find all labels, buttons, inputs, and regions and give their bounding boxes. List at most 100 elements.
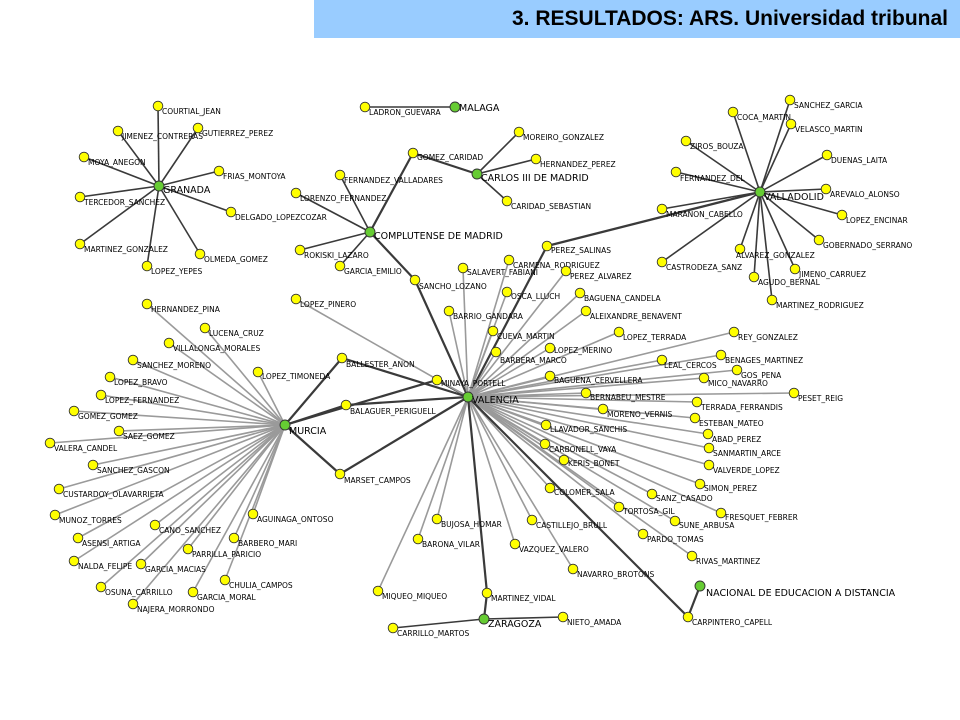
person-node-carbonell[interactable] (539, 438, 551, 450)
person-node-lopez_b[interactable] (104, 371, 116, 383)
person-node-garcia_e[interactable] (334, 260, 346, 272)
person-node-moreiro[interactable] (513, 126, 525, 138)
university-node-uned[interactable] (694, 580, 706, 592)
person-node-perez_a[interactable] (560, 265, 572, 277)
person-node-parrilla[interactable] (182, 543, 194, 555)
person-node-fernandez_d[interactable] (670, 166, 682, 178)
person-node-gutierrez[interactable] (192, 122, 204, 134)
person-node-martinez_v[interactable] (481, 587, 493, 599)
person-node-ballester[interactable] (336, 352, 348, 364)
person-node-keris[interactable] (558, 454, 570, 466)
person-node-maranon[interactable] (656, 203, 668, 215)
person-node-chulia[interactable] (219, 574, 231, 586)
person-node-courtial[interactable] (152, 100, 164, 112)
person-node-lopez_y[interactable] (141, 260, 153, 272)
university-node-complutense[interactable] (364, 226, 376, 238)
person-node-custardoy[interactable] (53, 483, 65, 495)
person-node-carmena[interactable] (503, 254, 515, 266)
university-node-granada[interactable] (153, 180, 165, 192)
person-node-baguena_cerv[interactable] (544, 370, 556, 382)
university-node-malaga[interactable] (449, 101, 461, 113)
person-node-sanz[interactable] (646, 488, 658, 500)
person-node-gobernado[interactable] (813, 234, 825, 246)
person-node-valera[interactable] (44, 437, 56, 449)
person-node-abad[interactable] (702, 428, 714, 440)
person-node-terrada[interactable] (691, 396, 703, 408)
person-node-garcia_mor[interactable] (187, 586, 199, 598)
person-node-barona[interactable] (412, 533, 424, 545)
person-node-marset[interactable] (334, 468, 346, 480)
person-node-perez_s[interactable] (541, 240, 553, 252)
person-node-velasco[interactable] (785, 118, 797, 130)
person-node-agudo[interactable] (748, 271, 760, 283)
person-node-aguinaga[interactable] (247, 508, 259, 520)
person-node-lopez_tim[interactable] (252, 366, 264, 378)
person-node-lopez_f[interactable] (95, 389, 107, 401)
person-node-sune[interactable] (669, 515, 681, 527)
person-node-leal[interactable] (656, 354, 668, 366)
person-node-frias[interactable] (213, 165, 225, 177)
person-node-carpintero[interactable] (682, 611, 694, 623)
person-node-moya[interactable] (78, 151, 90, 163)
person-node-caridad[interactable] (501, 195, 513, 207)
person-node-vazquez[interactable] (509, 538, 521, 550)
person-node-cano[interactable] (149, 519, 161, 531)
person-node-baguena_cand[interactable] (574, 287, 586, 299)
person-node-rivas[interactable] (686, 550, 698, 562)
person-node-villalonga[interactable] (163, 337, 175, 349)
person-node-garcia_mac[interactable] (135, 558, 147, 570)
person-node-barbero[interactable] (228, 532, 240, 544)
person-node-hernandez_pina[interactable] (141, 298, 153, 310)
person-node-carrillo[interactable] (387, 622, 399, 634)
person-node-lopez_t[interactable] (613, 326, 625, 338)
person-node-sanchez_g[interactable] (784, 94, 796, 106)
person-node-salavert[interactable] (457, 262, 469, 274)
person-node-martinez_r[interactable] (766, 294, 778, 306)
person-node-barbera[interactable] (490, 346, 502, 358)
person-node-fernandez_v[interactable] (334, 169, 346, 181)
person-node-castrodeza[interactable] (656, 256, 668, 268)
person-node-martinez_g[interactable] (74, 238, 86, 250)
person-node-duenas[interactable] (821, 149, 833, 161)
person-node-jimeno[interactable] (789, 263, 801, 275)
person-node-osuna[interactable] (95, 581, 107, 593)
person-node-bujosa[interactable] (431, 513, 443, 525)
person-node-coca[interactable] (727, 106, 739, 118)
person-node-esteban[interactable] (689, 412, 701, 424)
person-node-olmeda[interactable] (194, 248, 206, 260)
person-node-lopez_e[interactable] (836, 209, 848, 221)
person-node-castillejo[interactable] (526, 514, 538, 526)
university-node-valladolid[interactable] (754, 186, 766, 198)
person-node-munoz[interactable] (49, 509, 61, 521)
person-node-najera[interactable] (127, 598, 139, 610)
person-node-fresquet[interactable] (715, 507, 727, 519)
person-node-nieto[interactable] (557, 611, 569, 623)
person-node-gomez_c[interactable] (407, 147, 419, 159)
person-node-ziros[interactable] (680, 135, 692, 147)
person-node-ladron[interactable] (359, 101, 371, 113)
person-node-gos[interactable] (731, 364, 743, 376)
person-node-pardo[interactable] (637, 528, 649, 540)
person-node-colomer[interactable] (544, 482, 556, 494)
person-node-nalda[interactable] (68, 555, 80, 567)
person-node-peset[interactable] (788, 387, 800, 399)
person-node-alvarez[interactable] (734, 243, 746, 255)
person-node-bernabeu[interactable] (580, 387, 592, 399)
person-node-benages[interactable] (715, 349, 727, 361)
person-node-delgado[interactable] (225, 206, 237, 218)
person-node-lorenzo[interactable] (290, 187, 302, 199)
person-node-lucena[interactable] (199, 322, 211, 334)
person-node-mico[interactable] (698, 372, 710, 384)
person-node-osca[interactable] (501, 286, 513, 298)
university-node-valencia[interactable] (462, 391, 474, 403)
person-node-arevalo[interactable] (820, 183, 832, 195)
person-node-llavador[interactable] (540, 419, 552, 431)
person-node-tortosa[interactable] (613, 501, 625, 513)
person-node-sanchez_m[interactable] (127, 354, 139, 366)
person-node-tercedor[interactable] (74, 191, 86, 203)
person-node-lopez_m[interactable] (544, 342, 556, 354)
person-node-aleixandre[interactable] (580, 305, 592, 317)
university-node-carlos3[interactable] (471, 168, 483, 180)
person-node-valverde[interactable] (703, 459, 715, 471)
person-node-simon[interactable] (694, 478, 706, 490)
